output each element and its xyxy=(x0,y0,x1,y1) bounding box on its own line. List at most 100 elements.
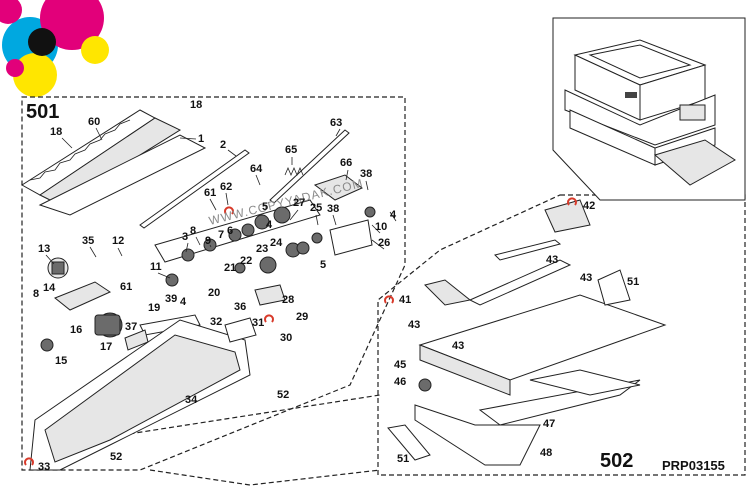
part-number-label: 28 xyxy=(282,294,294,306)
callout-leader xyxy=(389,211,397,222)
part-46-gear xyxy=(418,378,432,392)
part-number-label: 63 xyxy=(330,117,342,129)
part-number-label: 6 xyxy=(227,225,233,237)
part-number-label: 51 xyxy=(627,276,639,288)
drawing-code: PRP03155 xyxy=(662,458,725,473)
callout-leader xyxy=(332,214,337,226)
part-number-label: 61 xyxy=(120,281,132,293)
callout-leader xyxy=(255,174,261,186)
part-number-label: 17 xyxy=(100,341,112,353)
part-number-label: 52 xyxy=(110,451,122,463)
callout-leader xyxy=(335,128,341,137)
part-51-link-right xyxy=(597,269,631,306)
callout-leader xyxy=(371,224,381,234)
part-number-label: 42 xyxy=(583,200,595,212)
callout-leader xyxy=(365,180,369,191)
part-number-label: 32 xyxy=(210,316,222,328)
part-number-label: 9 xyxy=(205,235,211,247)
part-number-label: 62 xyxy=(220,181,232,193)
brand-logo xyxy=(0,0,109,97)
machine-inset xyxy=(552,17,746,201)
group-connection-line xyxy=(89,394,381,486)
part-number-label: 36 xyxy=(234,301,246,313)
part-number-label: 38 xyxy=(327,203,339,215)
callout-leader xyxy=(209,198,217,211)
part-number-label: 4 xyxy=(266,219,273,231)
part-number-label: 13 xyxy=(38,243,50,255)
part-14-bracket xyxy=(54,281,112,311)
part-number-label: 60 xyxy=(88,116,100,128)
group-502-parts xyxy=(387,199,667,466)
part-number-label: 14 xyxy=(43,282,56,294)
part-number-label: 16 xyxy=(70,324,82,336)
part-1-frame xyxy=(38,134,207,216)
callout-leader xyxy=(345,169,349,181)
part-number-label: 38 xyxy=(360,168,372,180)
part-number-label: 41 xyxy=(399,294,411,306)
callout-leader xyxy=(157,272,171,279)
part-number-label: 20 xyxy=(208,287,220,299)
part-number-label: 46 xyxy=(394,376,406,388)
part-number-label: 3 xyxy=(182,231,188,243)
part-number-label: 5 xyxy=(320,259,326,271)
part-number-label: 37 xyxy=(125,321,137,333)
part-number-label: 26 xyxy=(378,237,390,249)
part-number-label: 43 xyxy=(452,340,464,352)
part-number-label: 29 xyxy=(296,311,308,323)
part-number-label: 21 xyxy=(224,262,236,274)
part-41-guide xyxy=(424,279,472,306)
part-number-label: 22 xyxy=(240,255,252,267)
part-2-shaft xyxy=(139,149,250,229)
group-501-parts xyxy=(21,109,376,471)
callout-leader xyxy=(289,209,299,221)
part-number-label: 39 xyxy=(165,293,177,305)
part-number-label: 23 xyxy=(256,243,268,255)
part-63-rod xyxy=(269,129,350,204)
part-number-label: 66 xyxy=(340,157,352,169)
part-number-label: 4 xyxy=(180,296,187,308)
callout-leader xyxy=(45,254,55,265)
part-number-label: 52 xyxy=(277,389,289,401)
part-number-label: 61 xyxy=(204,187,216,199)
part-65-spring xyxy=(284,166,304,177)
part-15-gear xyxy=(40,338,54,352)
callout-leader xyxy=(315,214,319,226)
part-number-label: 7 xyxy=(218,229,224,241)
part-number-label: 65 xyxy=(285,144,297,156)
callout-leader xyxy=(371,239,385,250)
callout-leader xyxy=(227,149,237,157)
part-number-label: 45 xyxy=(394,359,406,371)
part-number-label: 18 xyxy=(50,126,62,138)
callout-leader xyxy=(225,192,229,206)
group-501-boundary xyxy=(21,96,406,471)
callout-leader xyxy=(185,242,189,253)
part-number-label: 4 xyxy=(390,209,397,221)
part-number-label: 10 xyxy=(375,221,387,233)
part-66-bracket xyxy=(313,174,363,201)
callout-leader xyxy=(89,246,97,258)
part-51-link-left xyxy=(387,424,431,461)
part-number-label: 34 xyxy=(185,394,198,406)
part-number-label: 43 xyxy=(580,272,592,284)
part-number-label: 43 xyxy=(408,319,420,331)
part-number-label: 15 xyxy=(55,355,67,367)
part-number-label: 8 xyxy=(190,225,196,237)
part-number-label: 1 xyxy=(198,133,204,145)
part-number-label: 30 xyxy=(280,332,292,344)
callout-leader xyxy=(95,127,103,141)
part-number-label: 27 xyxy=(293,197,305,209)
part-26-plate xyxy=(329,219,373,256)
part-number-label: 2 xyxy=(220,139,226,151)
part-48-tray-base xyxy=(414,404,541,466)
part-36-bracket xyxy=(224,317,257,343)
part-number-label: 48 xyxy=(540,447,552,459)
callout-leader xyxy=(117,247,123,257)
part-number-label: 24 xyxy=(270,237,283,249)
part-number-label: 51 xyxy=(397,453,409,465)
part-number-label: 12 xyxy=(112,235,124,247)
part-number-label: 47 xyxy=(543,418,555,430)
part-number-label: 43 xyxy=(546,254,558,266)
part-number-label: 35 xyxy=(82,235,94,247)
